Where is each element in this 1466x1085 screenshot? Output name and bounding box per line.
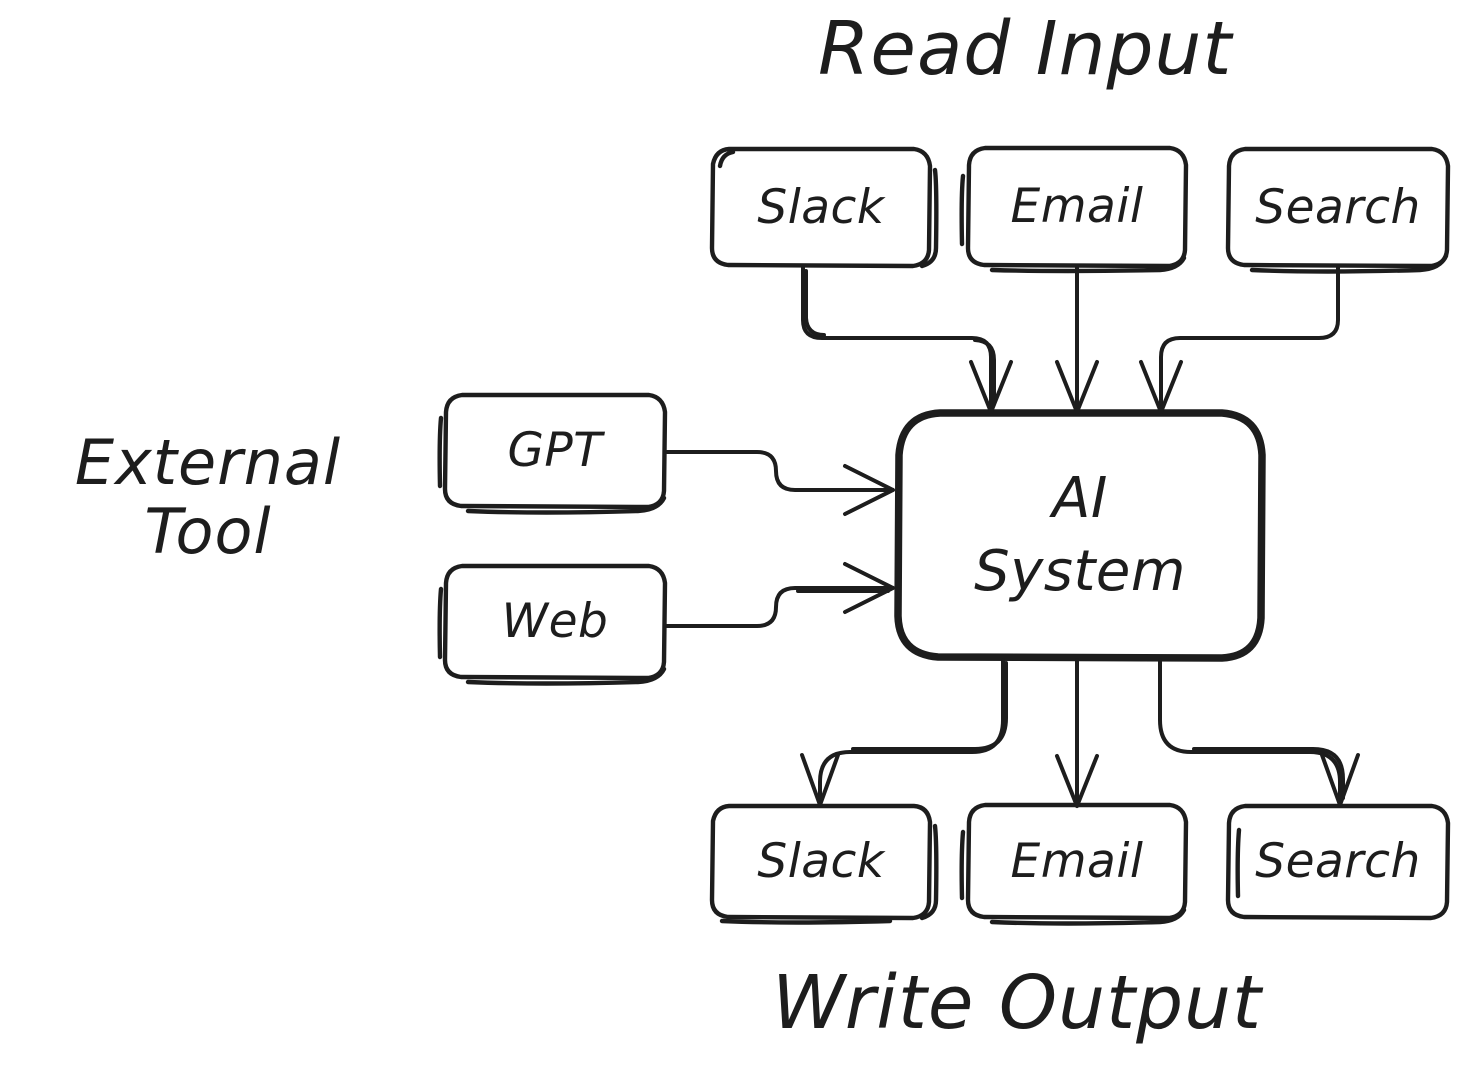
output-slack-shape [709,803,939,925]
input-email-shape [959,145,1189,274]
input-slack-shape [709,146,939,269]
output-search-shape [1225,803,1451,921]
external-tool-title: External Tool [74,426,342,569]
edge-input-slack-to-ai [801,265,1013,414]
write-output-title: Write Output [772,960,1262,1046]
read-input-title: Read Input [818,6,1233,92]
edge-ai-to-output-search [1158,658,1360,807]
edge-ai-to-output-slack [800,658,1008,807]
edge-tool-gpt-to-ai [665,450,895,516]
input-search-shape [1225,146,1451,274]
edge-ai-to-output-email [1055,658,1099,808]
tool-gpt-shape [437,392,668,515]
edge-tool-web-to-ai [665,562,895,628]
output-email-shape [959,802,1189,926]
tool-web-shape [437,563,668,686]
edge-input-email-to-ai [1055,265,1099,414]
ai-system-shape [894,409,1266,662]
edge-input-search-to-ai [1139,265,1340,414]
